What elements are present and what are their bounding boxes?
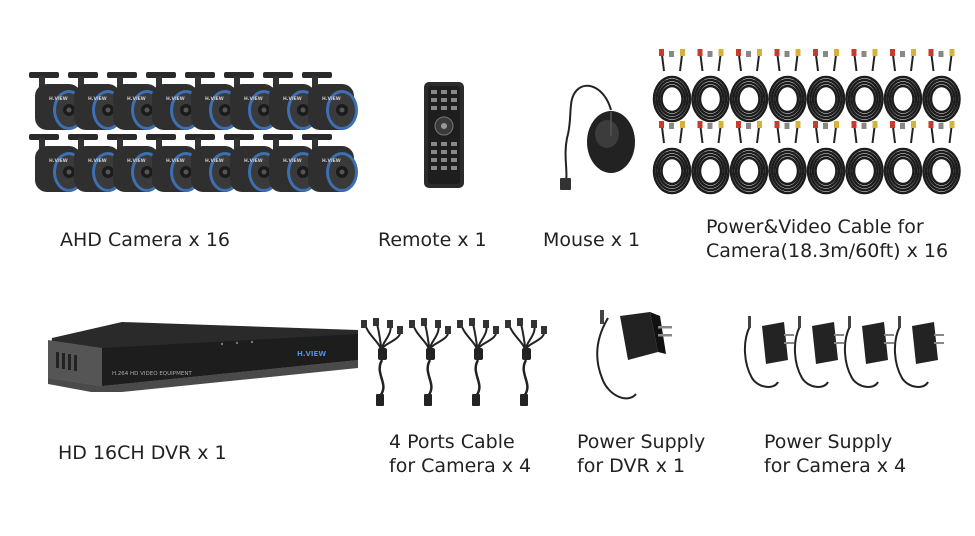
- cable-coil: [845, 49, 884, 123]
- camera-power-unit: [844, 316, 894, 388]
- cable-coil: [922, 121, 961, 195]
- splitter-unit: [409, 318, 451, 406]
- splitter-image: [361, 318, 547, 406]
- cable-coil: [729, 121, 769, 195]
- splitter-unit: [505, 318, 547, 406]
- cable-coil: [883, 121, 923, 195]
- cable-coil: [652, 121, 692, 195]
- cable-label-line1: Power&Video Cable for: [706, 216, 924, 238]
- dvr-power-label-line2: for DVR x 1: [577, 455, 686, 477]
- cable-image: [652, 49, 961, 195]
- remote-label: Remote x 1: [378, 229, 487, 251]
- camera-unit: H.VIEW: [29, 134, 85, 192]
- cable-coil: [845, 121, 884, 195]
- camera-power-label-line2: for Camera x 4: [764, 455, 907, 477]
- camera-group: H.VIEW H.VIEW H.VIEW H.VIEW H.VIEW H.VIEW H.VI…: [25, 68, 390, 203]
- cable-label-line2: Camera(18.3m/60ft) x 16: [706, 240, 949, 262]
- cable-group: [652, 44, 970, 204]
- dvr-image: H.264 HD VIDEO EQUIPMENT H.VIEW: [42, 320, 362, 392]
- remote-image: [420, 80, 468, 190]
- cable-coil: [652, 49, 692, 123]
- svg-text:H.VIEW: H.VIEW: [127, 96, 146, 102]
- dvr-device-text: H.264 HD VIDEO EQUIPMENT: [112, 371, 192, 377]
- svg-text:H.VIEW: H.VIEW: [283, 96, 302, 102]
- cable-coil: [768, 121, 807, 195]
- svg-text:H.VIEW: H.VIEW: [322, 158, 341, 164]
- svg-text:H.VIEW: H.VIEW: [244, 96, 263, 102]
- svg-text:H.VIEW: H.VIEW: [88, 96, 107, 102]
- dvr-brand: H.VIEW: [297, 350, 326, 358]
- splitter-group: [352, 318, 552, 413]
- camera-power-unit: [744, 316, 794, 388]
- svg-text:H.VIEW: H.VIEW: [127, 158, 146, 164]
- svg-text:H.VIEW: H.VIEW: [49, 96, 68, 102]
- svg-text:H.VIEW: H.VIEW: [244, 158, 263, 164]
- svg-text:H.VIEW: H.VIEW: [205, 158, 224, 164]
- splitter-unit: [457, 318, 499, 406]
- camera-unit: H.VIEW: [302, 134, 358, 192]
- dvr-power-label-line1: Power Supply: [577, 431, 706, 453]
- cable-coil: [883, 49, 923, 123]
- cable-coil: [768, 49, 807, 123]
- cable-coil: [806, 121, 846, 195]
- camera-unit: H.VIEW: [302, 72, 358, 130]
- splitter-unit: [361, 318, 403, 406]
- svg-text:H.VIEW: H.VIEW: [166, 158, 185, 164]
- dvr-power-image: [588, 308, 678, 408]
- svg-text:H.VIEW: H.VIEW: [166, 96, 185, 102]
- camera-power-group: [738, 312, 963, 397]
- camera-image: H.VIEW H.VIEW H.VIEW H.VIEW H.VIEW H.VIEW H.VI…: [29, 72, 358, 192]
- svg-text:H.VIEW: H.VIEW: [49, 158, 68, 164]
- mouse-image: [553, 78, 643, 193]
- svg-text:H.VIEW: H.VIEW: [283, 158, 302, 164]
- svg-text:H.VIEW: H.VIEW: [88, 158, 107, 164]
- splitter-label-line1: 4 Ports Cable: [389, 431, 515, 453]
- cable-coil: [691, 49, 730, 123]
- dvr-label: HD 16CH DVR x 1: [58, 442, 227, 464]
- camera-power-label-line1: Power Supply: [764, 431, 893, 453]
- camera-label: AHD Camera x 16: [60, 229, 231, 251]
- camera-power-unit: [894, 316, 944, 388]
- camera-power-image: [744, 316, 944, 388]
- cable-coil: [806, 49, 846, 123]
- svg-text:H.VIEW: H.VIEW: [205, 96, 224, 102]
- svg-text:H.VIEW: H.VIEW: [322, 96, 341, 102]
- splitter-label-line2: for Camera x 4: [389, 455, 532, 477]
- mouse-label: Mouse x 1: [543, 229, 641, 251]
- cable-coil: [691, 121, 730, 195]
- camera-power-unit: [794, 316, 844, 388]
- cable-coil: [922, 49, 961, 123]
- cable-coil: [729, 49, 769, 123]
